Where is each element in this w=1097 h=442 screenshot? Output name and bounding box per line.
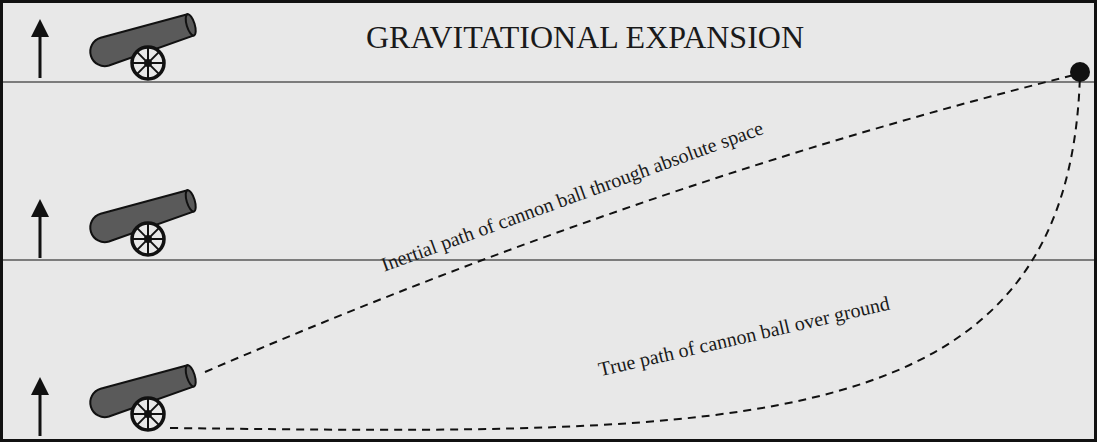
diagram-title: GRAVITATIONAL EXPANSION xyxy=(366,20,804,55)
motion-arrow xyxy=(39,386,42,436)
cannon-ball xyxy=(1070,62,1090,82)
inertial-path xyxy=(205,74,1078,372)
cannon xyxy=(87,186,199,255)
ground-line xyxy=(3,260,1094,261)
motion-arrow xyxy=(39,28,42,78)
cannon xyxy=(87,10,199,79)
ground-line xyxy=(3,82,1094,83)
cannon xyxy=(87,361,199,430)
motion-arrow xyxy=(39,208,42,258)
true-path xyxy=(170,74,1080,430)
